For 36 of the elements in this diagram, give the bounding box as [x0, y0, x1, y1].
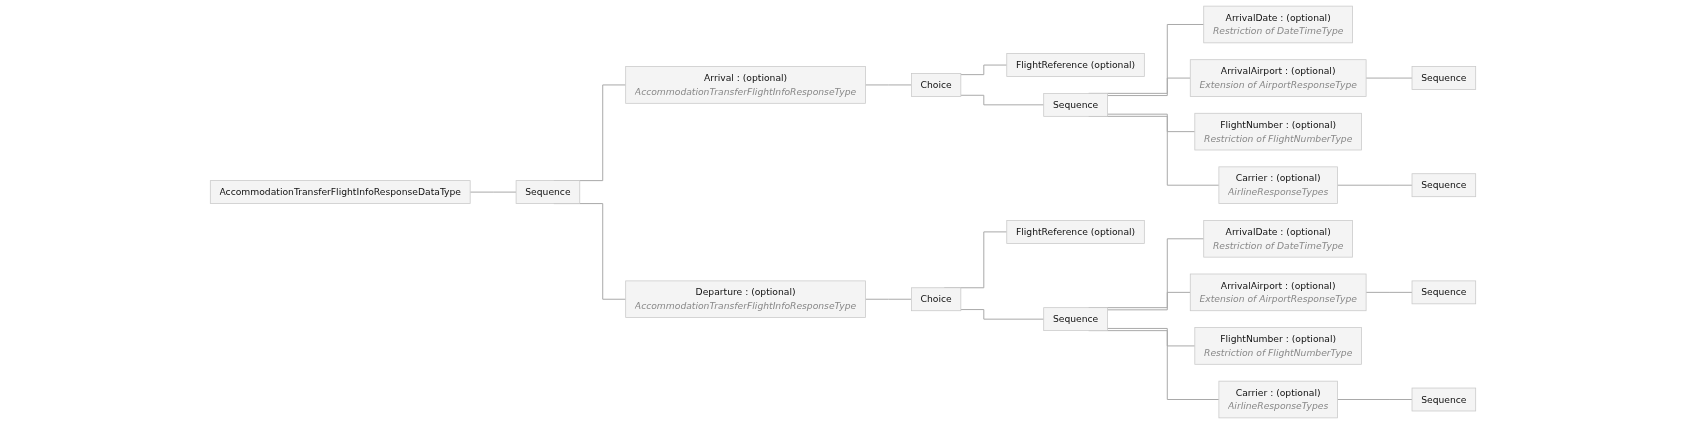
- connector: [1365, 77, 1413, 79]
- connector: [469, 191, 517, 193]
- node-box: Sequence: [1411, 66, 1477, 90]
- connector: [1106, 291, 1191, 311]
- connector: [1336, 399, 1413, 400]
- connector: [1336, 184, 1413, 186]
- node-box: Departure : (optional) AccommodationTransferFlightInfoResponseType: [625, 280, 866, 318]
- node-box: Choice: [911, 73, 962, 97]
- connector: [1365, 291, 1413, 293]
- node-box: Sequence: [1043, 93, 1108, 117]
- node-box: ArrivalDate : (optional) Restriction of DateTimeType: [1203, 5, 1353, 44]
- connector: [960, 94, 1045, 106]
- node-box: FlightReference (optional): [1006, 53, 1145, 77]
- node-box: Sequence: [1411, 173, 1477, 198]
- connector: [1106, 327, 1196, 347]
- node-box: Carrier : (optional) AirlineResponseTypes: [1218, 166, 1338, 204]
- node-box: FlightReference (optional): [1006, 220, 1145, 244]
- connector: [1106, 113, 1196, 133]
- node-box: Arrival : (optional) AccommodationTransferFlightInfoResponseType: [625, 66, 866, 104]
- connector: [864, 84, 912, 86]
- node-box: ArrivalAirport : (optional) Extension of AirportResponseType: [1189, 273, 1367, 312]
- node-box: FlightNumber : (optional) Restriction of FlightNumberType: [1194, 112, 1362, 151]
- connector: [864, 298, 912, 300]
- node-box: AccommodationTransferFlightInfoResponseDataType: [209, 180, 471, 204]
- node-box: Sequence: [1043, 307, 1108, 331]
- node-box: Sequence: [515, 180, 581, 204]
- connector: [1106, 77, 1191, 97]
- node-box: ArrivalAirport : (optional) Extension of AirportResponseType: [1189, 59, 1367, 97]
- connector: [960, 64, 1008, 76]
- connector: [960, 309, 1045, 320]
- node-box: FlightNumber : (optional) Restriction of FlightNumberType: [1194, 327, 1362, 365]
- node-box: Carrier : (optional) AirlineResponseTypes: [1218, 380, 1338, 419]
- node-box: Choice: [911, 287, 962, 312]
- node-box: Sequence: [1411, 280, 1477, 305]
- node-box: ArrivalDate : (optional) Restriction of DateTimeType: [1203, 220, 1353, 258]
- node-box: Sequence: [1411, 387, 1477, 412]
